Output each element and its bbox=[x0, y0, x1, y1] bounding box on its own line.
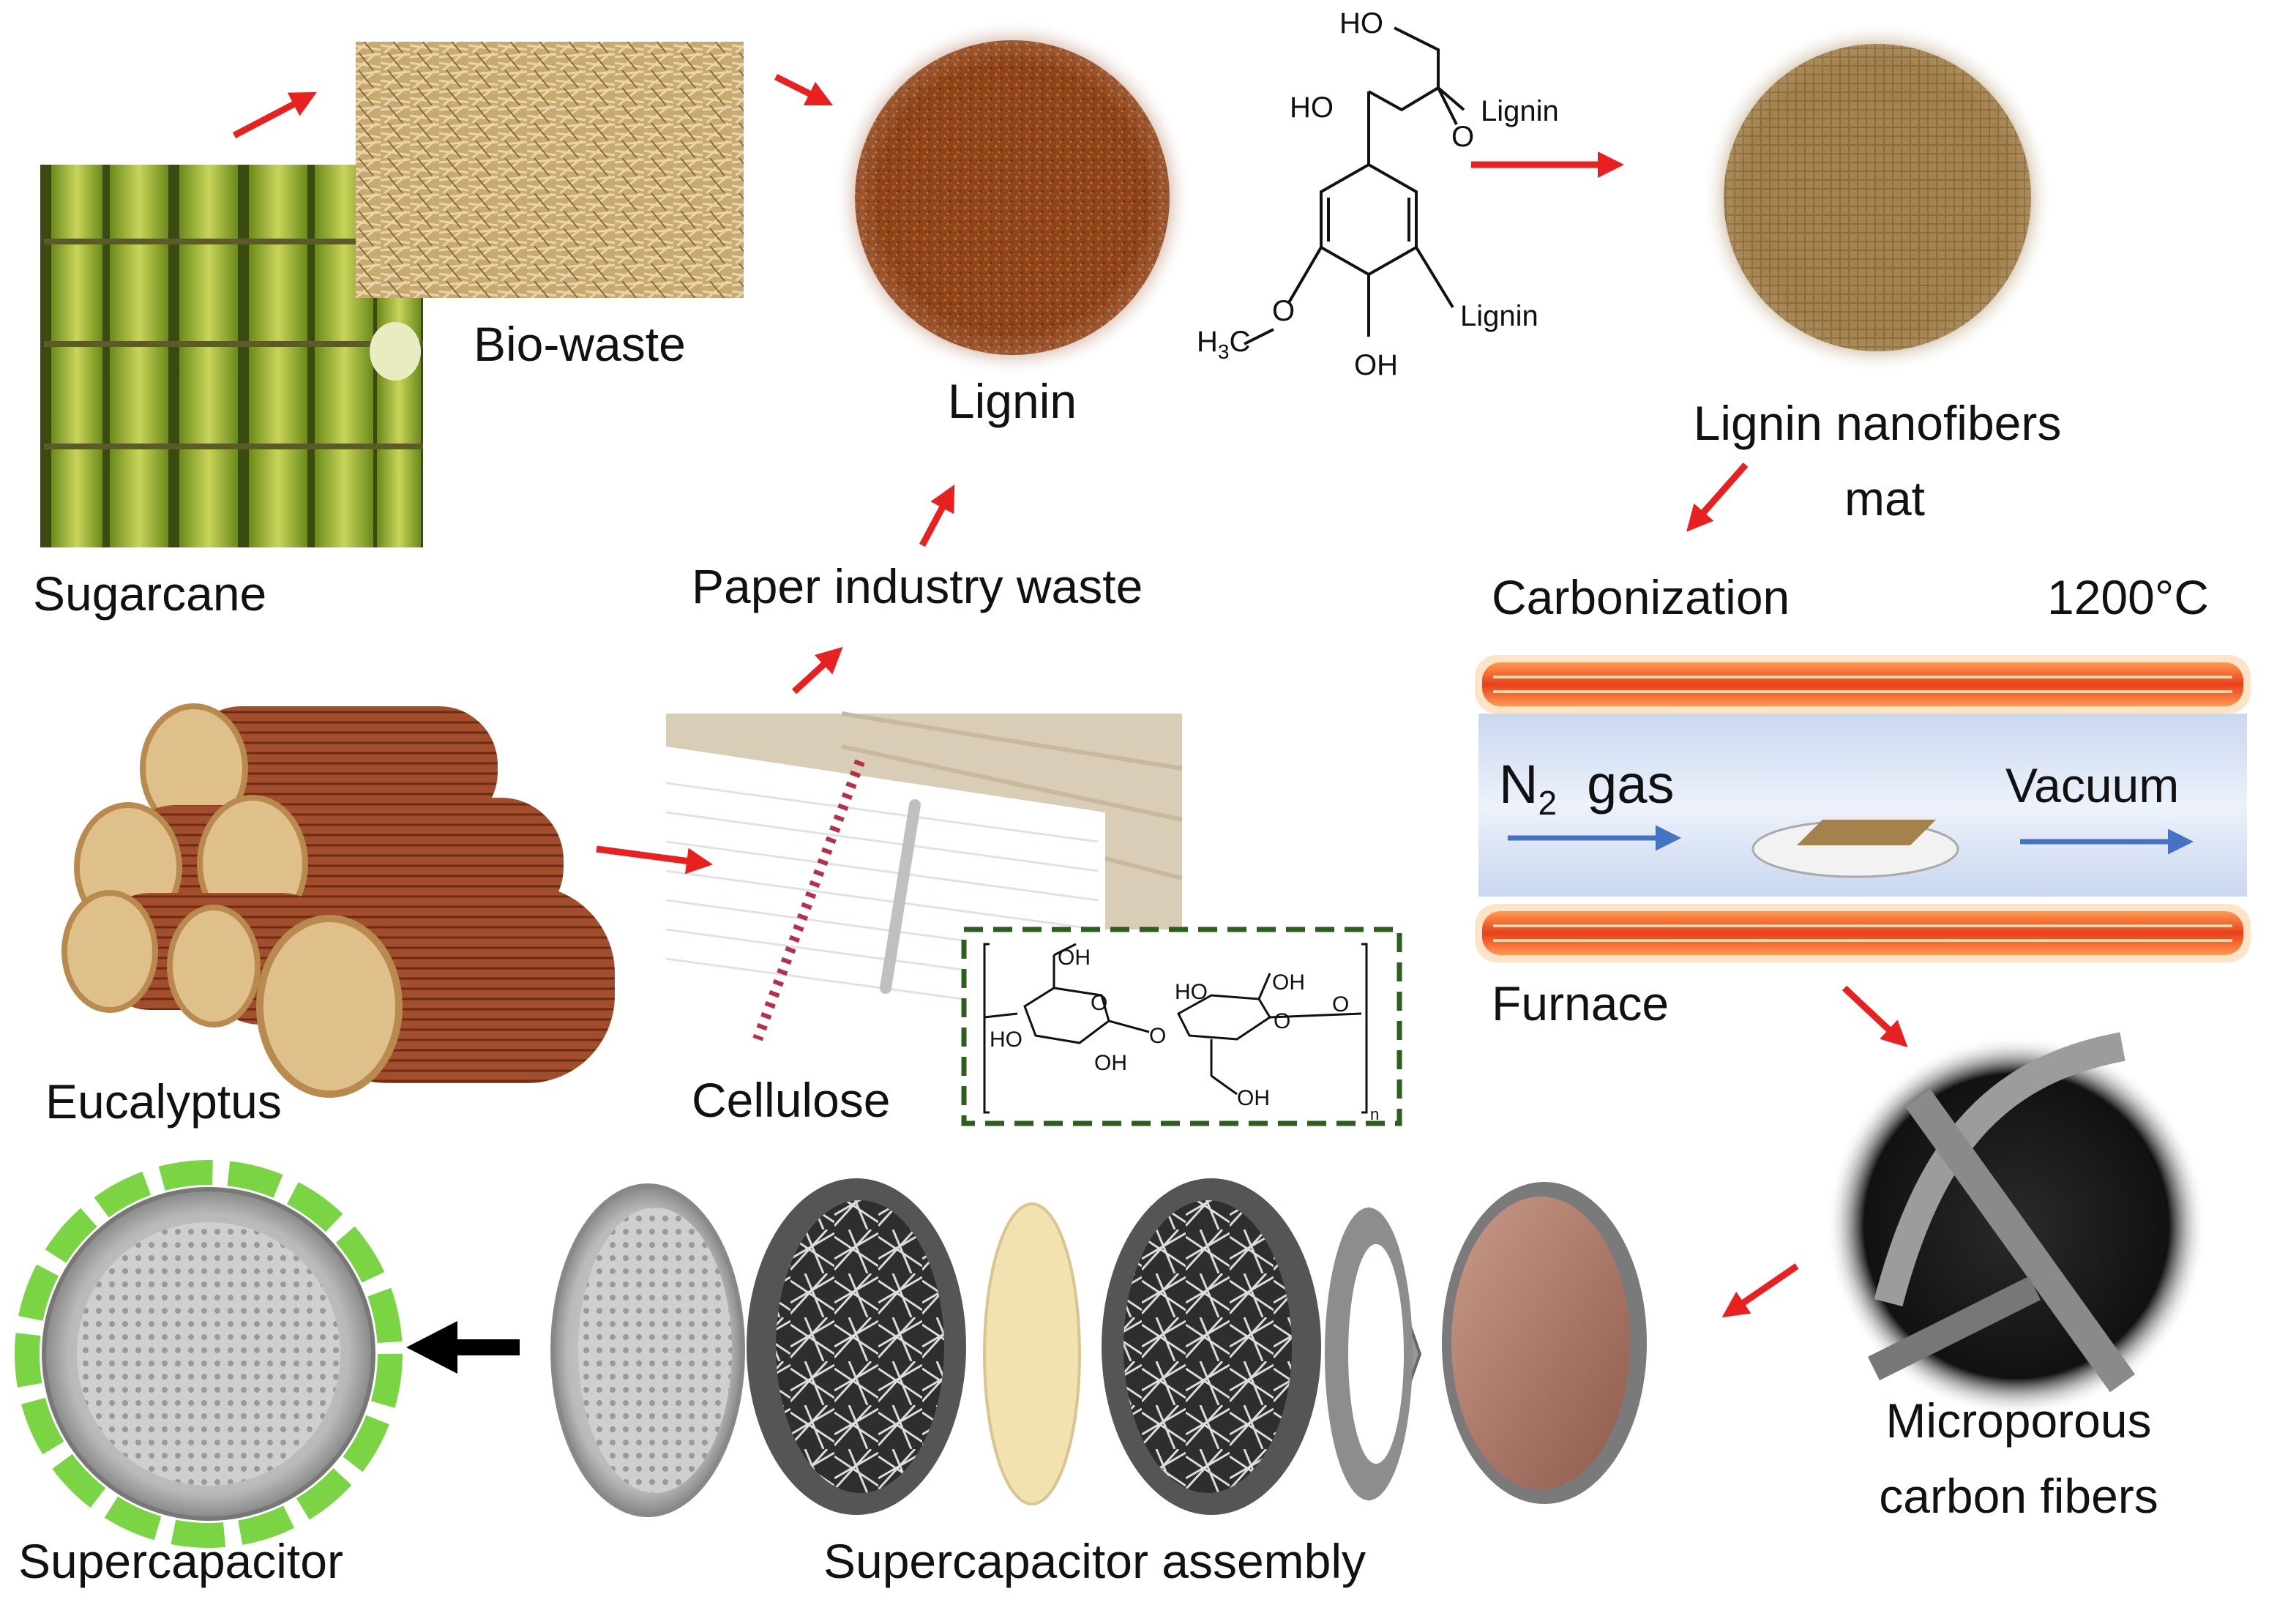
label-vacuum: Vacuum bbox=[2005, 758, 2180, 812]
label-temperature: 1200°C bbox=[2047, 570, 2209, 624]
svg-text:HO: HO bbox=[1339, 7, 1383, 40]
label-n2-gas: N2 gas bbox=[1499, 754, 1675, 822]
label-bio-waste: Bio-waste bbox=[474, 317, 686, 371]
eucalyptus-image bbox=[61, 703, 615, 1098]
label-furnace: Furnace bbox=[1492, 976, 1670, 1030]
svg-text:Lignin: Lignin bbox=[1460, 300, 1538, 332]
svg-text:HO: HO bbox=[1290, 91, 1334, 124]
label-supercapacitor: Supercapacitor bbox=[18, 1534, 343, 1588]
label-microporous-line2: carbon fibers bbox=[1879, 1469, 2158, 1523]
arrow-carbon-fibers-to-assembly bbox=[1721, 1263, 1799, 1318]
lignin-structure bbox=[1244, 26, 1465, 345]
arrow-biowaste-to-lignin bbox=[774, 73, 834, 106]
label-lignin-mat-line2: mat bbox=[1844, 471, 1926, 525]
arrow-mat-to-carbonization bbox=[1686, 463, 1749, 532]
svg-text:OH: OH bbox=[1237, 1086, 1270, 1110]
lignin-powder-image bbox=[833, 18, 1192, 377]
label-sugarcane: Sugarcane bbox=[33, 566, 267, 621]
svg-text:HO: HO bbox=[990, 1028, 1022, 1052]
arrow-assembly-to-supercapacitor bbox=[406, 1321, 520, 1374]
label-eucalyptus: Eucalyptus bbox=[45, 1074, 282, 1129]
svg-text:OH: OH bbox=[1354, 349, 1398, 381]
bio-waste-image bbox=[356, 42, 744, 298]
label-supercapacitor-assembly: Supercapacitor assembly bbox=[823, 1534, 1366, 1588]
arrow-furnace-to-carbon-fibers bbox=[1842, 985, 1908, 1048]
lignin-mat-image bbox=[1702, 22, 2053, 373]
arrow-paper-waste-to-lignin bbox=[919, 484, 955, 547]
svg-text:Lignin: Lignin bbox=[1481, 95, 1559, 127]
svg-text:OH: OH bbox=[1058, 946, 1091, 970]
svg-text:O: O bbox=[1451, 121, 1474, 153]
carbon-fibers-image bbox=[1826, 1032, 2207, 1416]
svg-text:O: O bbox=[1091, 991, 1107, 1015]
supercapacitor-image bbox=[15, 1160, 403, 1548]
svg-text:H3C: H3C bbox=[1197, 326, 1250, 363]
arrow-sugarcane-to-biowaste bbox=[232, 91, 317, 138]
cellulose-structure-box: OH HO OH HO OH OH O O O O n bbox=[961, 927, 1402, 1126]
label-paper-industry-waste: Paper industry waste bbox=[692, 559, 1143, 613]
svg-text:O: O bbox=[1149, 1024, 1166, 1048]
label-lignin-mat-line1: Lignin nanofibers bbox=[1693, 396, 2062, 450]
arrow-cellulose-to-paper-waste bbox=[791, 646, 843, 695]
svg-text:O: O bbox=[1274, 1009, 1290, 1033]
svg-text:HO: HO bbox=[1175, 980, 1208, 1004]
label-lignin: Lignin bbox=[947, 374, 1077, 428]
label-microporous-line1: Microporous bbox=[1885, 1393, 2152, 1448]
svg-text:OH: OH bbox=[1272, 970, 1305, 995]
assembly-components bbox=[550, 1178, 1647, 1517]
svg-text:O: O bbox=[1332, 992, 1349, 1017]
label-cellulose: Cellulose bbox=[692, 1073, 891, 1127]
arrow-eucalyptus-to-cellulose bbox=[596, 845, 713, 875]
lignin-structure-labels: HO HO O Lignin Lignin H3C O OH bbox=[1197, 7, 1559, 381]
svg-text:OH: OH bbox=[1094, 1051, 1127, 1075]
tube-furnace bbox=[1475, 655, 2251, 962]
label-carbonization: Carbonization bbox=[1492, 570, 1790, 624]
svg-text:O: O bbox=[1272, 295, 1295, 327]
svg-text:n: n bbox=[1370, 1105, 1379, 1123]
